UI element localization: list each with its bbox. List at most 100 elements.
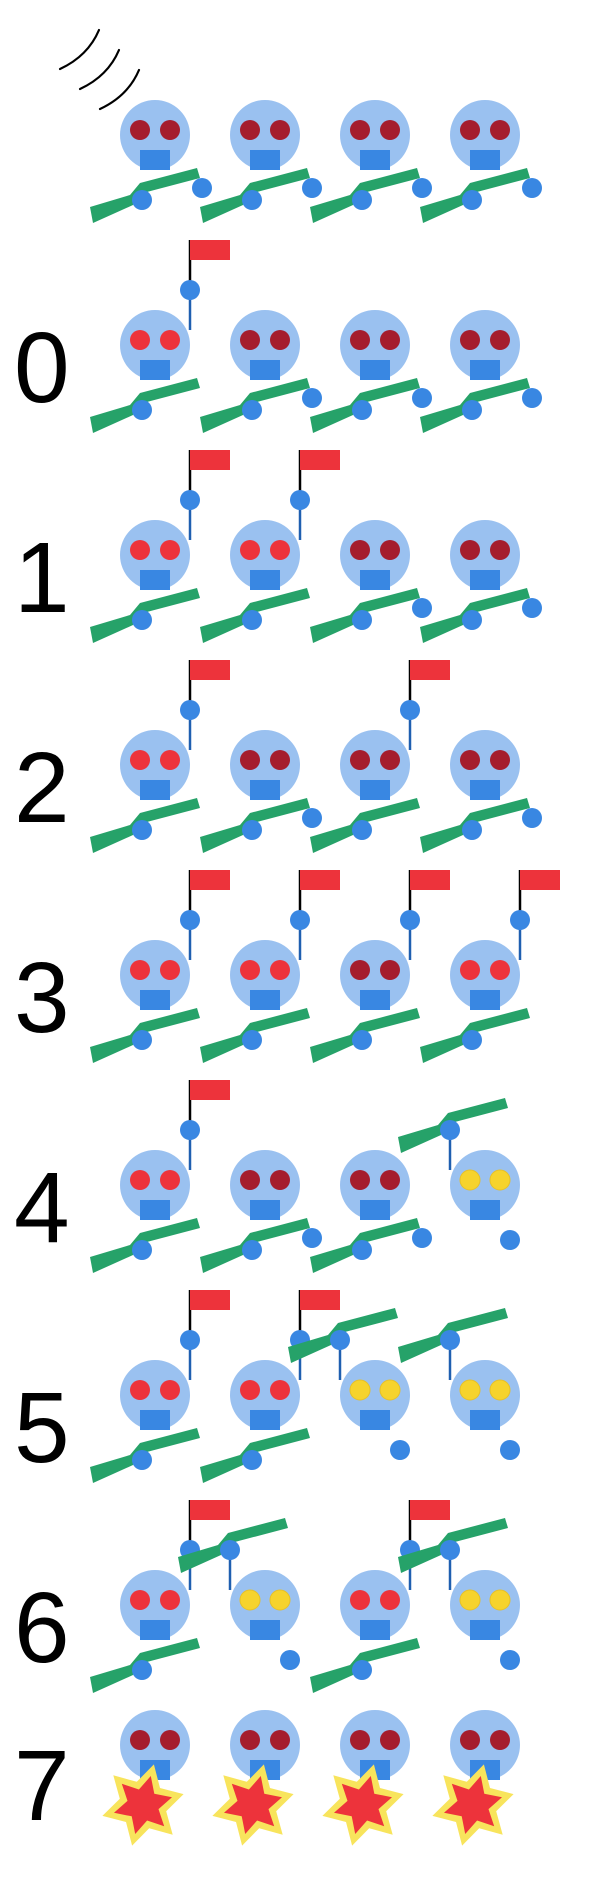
eye-right [380, 960, 400, 980]
eyes-idle [460, 540, 510, 560]
eyes-idle [460, 750, 510, 770]
eye-right [160, 330, 180, 350]
mouth-icon [140, 1410, 170, 1430]
eye-right [379, 1379, 401, 1401]
soldier-2 [200, 870, 340, 1063]
eyes-idle [350, 1730, 400, 1750]
hand-right-icon [330, 1330, 350, 1350]
eye-left [240, 1170, 260, 1190]
head-icon [450, 730, 520, 800]
hand-left-icon [242, 400, 262, 420]
hand-left-icon [500, 1440, 520, 1460]
soldier-3 [310, 870, 450, 1063]
eye-right [270, 1730, 290, 1750]
hand-right-icon [440, 1330, 460, 1350]
raised-gun-icon [398, 1518, 508, 1573]
explosion-inner-icon [334, 1776, 392, 1834]
raised-gun-icon [178, 1518, 288, 1573]
eye-left [240, 750, 260, 770]
head-icon [120, 1150, 190, 1220]
gun-icon [420, 168, 530, 223]
hand-right-icon [220, 1540, 240, 1560]
hand-right-icon [412, 388, 432, 408]
step-label: 7 [14, 1730, 70, 1842]
eye-left [130, 1170, 150, 1190]
hand-right-icon [412, 1228, 432, 1248]
soldier-3 [310, 1500, 450, 1693]
mouth-icon [470, 1410, 500, 1430]
mouth-icon [140, 1200, 170, 1220]
eye-right [380, 120, 400, 140]
soldier-1 [90, 660, 230, 853]
gun-icon [200, 588, 310, 643]
soldier-3 [288, 1308, 410, 1460]
soldier-4 [420, 520, 542, 643]
eyes-active [240, 960, 290, 980]
eye-left [240, 540, 260, 560]
flag-icon [190, 1080, 230, 1100]
eyes-idle [240, 120, 290, 140]
eye-left [130, 750, 150, 770]
hand-left-icon [242, 1240, 262, 1260]
eye-right [160, 1590, 180, 1610]
hand-left-icon [462, 820, 482, 840]
mouth-icon [140, 1620, 170, 1640]
hand-right-icon [180, 700, 200, 720]
soldier-3 [310, 660, 450, 853]
hand-right-icon [180, 1330, 200, 1350]
eye-left [350, 540, 370, 560]
eye-left [239, 1589, 261, 1611]
hand-right-icon [510, 910, 530, 930]
gun-icon [90, 378, 200, 433]
step-label: 5 [14, 1372, 70, 1484]
gun-icon [90, 1428, 200, 1483]
eye-right [380, 330, 400, 350]
hand-left-icon [352, 610, 372, 630]
eye-right [490, 960, 510, 980]
gun-icon [90, 798, 200, 853]
eye-left [130, 540, 150, 560]
hand-right-icon [192, 178, 212, 198]
sound-wave-icon [58, 28, 141, 111]
head-icon [120, 520, 190, 590]
mouth-icon [470, 780, 500, 800]
hand-right-icon [400, 910, 420, 930]
eye-right [160, 120, 180, 140]
soldier-3 [310, 310, 432, 433]
eyes-active [130, 1170, 180, 1190]
wave-arc-2 [78, 48, 121, 91]
eye-left [459, 1379, 481, 1401]
hand-left-icon [242, 610, 262, 630]
eye-right [490, 120, 510, 140]
head-icon [450, 100, 520, 170]
eye-left [240, 960, 260, 980]
soldier-1 [102, 1710, 190, 1846]
mouth-icon [250, 990, 280, 1010]
eyes-active [240, 1380, 290, 1400]
eyes-idle [460, 330, 510, 350]
hand-left-icon [132, 400, 152, 420]
hand-right-icon [180, 1120, 200, 1140]
gun-icon [310, 798, 420, 853]
eyes-ready [349, 1379, 401, 1401]
head-icon [120, 310, 190, 380]
gun-icon [200, 168, 310, 223]
hand-left-icon [462, 400, 482, 420]
mouth-icon [470, 570, 500, 590]
initial-row [90, 100, 542, 223]
hand-left-icon [352, 820, 372, 840]
eyes-idle [460, 120, 510, 140]
mouth-icon [470, 1200, 500, 1220]
head-icon [450, 1360, 520, 1430]
eye-left [459, 1169, 481, 1191]
mouth-icon [250, 570, 280, 590]
eye-left [130, 1590, 150, 1610]
eye-right [489, 1589, 511, 1611]
head-icon [230, 1150, 300, 1220]
hand-right-icon [412, 178, 432, 198]
soldier-2 [178, 1518, 300, 1670]
gun-icon [200, 798, 310, 853]
hand-left-icon [132, 1660, 152, 1680]
explosion-inner-icon [224, 1776, 282, 1834]
